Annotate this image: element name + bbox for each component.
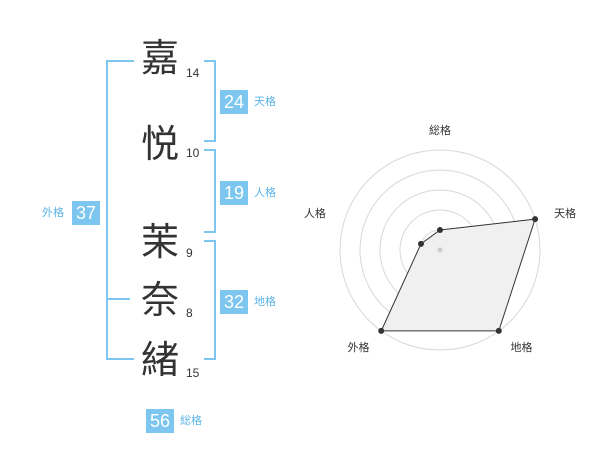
stroke-count-2: 10 xyxy=(186,146,200,160)
stroke-count-3: 9 xyxy=(186,246,193,260)
gaikaku-bracket xyxy=(106,60,134,360)
jinkaku-bracket xyxy=(204,149,216,233)
gaikaku-value: 37 xyxy=(72,201,100,225)
soukaku-label: 総格 xyxy=(180,414,202,427)
radar-point-5 xyxy=(417,240,424,247)
soukaku-value: 56 xyxy=(146,409,174,433)
radar-axis-label-1: 総格 xyxy=(429,123,451,137)
chikaku-bracket xyxy=(204,240,216,360)
stroke-count-5: 15 xyxy=(186,366,200,380)
tenkaku-value: 24 xyxy=(220,90,248,114)
radar-axis-label-4: 外格 xyxy=(347,340,369,354)
stroke-count-1: 14 xyxy=(186,66,200,80)
name-char-2: 悦 xyxy=(140,122,179,166)
name-char-4: 奈 xyxy=(140,278,179,322)
radar-axis-label-5: 人格 xyxy=(304,206,326,220)
jinkaku-label: 人格 xyxy=(254,186,276,199)
gaikaku-inner-tick xyxy=(106,298,130,300)
stroke-count-4: 8 xyxy=(186,306,193,320)
radar-point-3 xyxy=(495,327,502,334)
radar-area xyxy=(380,218,536,332)
radar-axis-label-3: 地格 xyxy=(511,340,533,354)
radar-ring-5 xyxy=(339,149,541,351)
tenkaku-label: 天格 xyxy=(254,95,276,108)
radar-point-1 xyxy=(437,227,443,233)
tenkaku-bracket xyxy=(204,60,216,142)
name-char-1: 嘉 xyxy=(140,36,179,80)
radar-point-2 xyxy=(532,216,539,223)
radar-axis-label-2: 天格 xyxy=(554,206,576,220)
chikaku-label: 地格 xyxy=(254,295,276,308)
chikaku-value: 32 xyxy=(220,290,248,314)
radar-point-4 xyxy=(378,327,385,334)
jinkaku-value: 19 xyxy=(220,181,248,205)
radar-center-dot xyxy=(437,247,443,253)
gaikaku-label: 外格 xyxy=(42,206,64,219)
name-char-3: 茉 xyxy=(140,220,179,264)
name-char-5: 緒 xyxy=(140,338,179,382)
